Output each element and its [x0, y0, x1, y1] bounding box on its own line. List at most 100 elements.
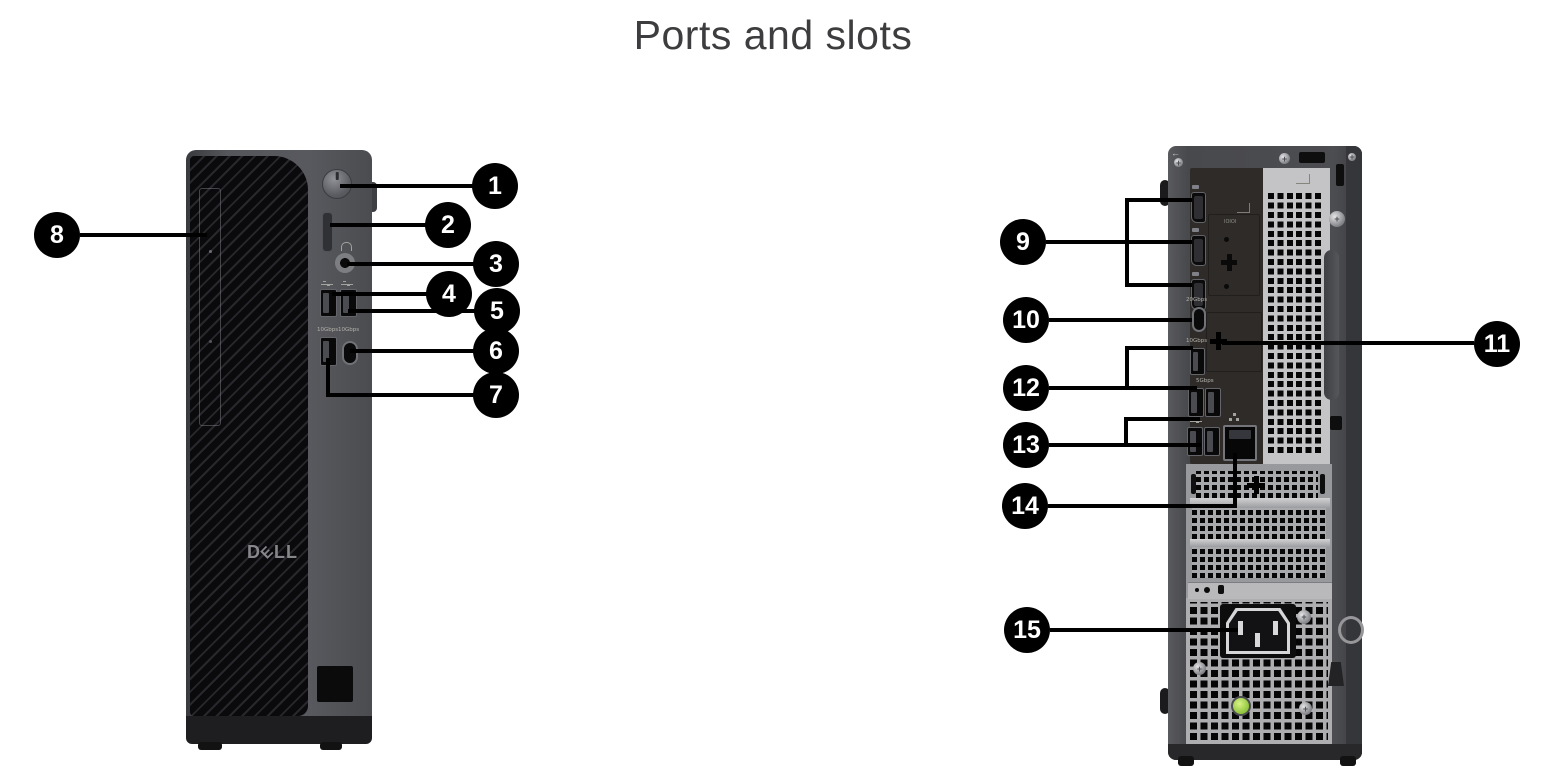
callout-line-3: [347, 262, 474, 266]
usb-icon: [321, 281, 333, 286]
callout-12: 12: [1003, 365, 1049, 411]
callout-line-1: [340, 184, 473, 188]
psu-screw: [1297, 610, 1311, 624]
front-usb-speed-label-left: 10Gbps: [317, 327, 339, 333]
headset-icon: [341, 242, 352, 251]
callout-line-2: [330, 223, 426, 227]
displayport-icon: [1192, 185, 1199, 189]
callout-8: 8: [34, 212, 80, 258]
rear-usb-a-5gbps-port-2: [1205, 388, 1221, 417]
back-foot-right: [1340, 756, 1356, 766]
callout-line-7-vertical: [326, 358, 330, 397]
callout-11: 11: [1474, 321, 1520, 367]
latch-mark: [1218, 585, 1224, 594]
callout-1: 1: [472, 163, 518, 209]
dell-logo-letter: L: [286, 541, 299, 562]
callout-9: 9: [1000, 219, 1046, 265]
displayport-icon: [1192, 228, 1199, 232]
callout-4: 4: [426, 271, 472, 317]
displayport-icon: [1192, 272, 1199, 276]
front-foot-right: [320, 742, 342, 750]
power-prong: [1273, 621, 1278, 635]
top-latch: [1299, 152, 1325, 163]
back-left-bump: [1160, 180, 1170, 206]
usb-powershare-icon: [341, 281, 353, 286]
callout-line-13-vertical: [1124, 417, 1128, 447]
displayport-3: [1191, 279, 1206, 310]
slot-mark: [1191, 474, 1196, 494]
psu-screw: [1299, 702, 1312, 715]
optical-drive-bay: [199, 188, 221, 426]
rear-usb-a-10gbps-port: [1190, 348, 1205, 375]
rear-usb-c-20gbps-port: [1192, 307, 1206, 332]
ethernet-port: [1223, 425, 1257, 461]
callout-2: 2: [425, 202, 471, 248]
sd-card-slot: [322, 212, 333, 252]
dell-logo-letter: L: [274, 541, 287, 562]
callout-10: 10: [1003, 297, 1049, 343]
callout-line-10: [1049, 318, 1192, 322]
displayport-2: [1191, 235, 1206, 266]
panel-corner-mark: [1296, 174, 1310, 184]
latch-dot: [1204, 587, 1210, 593]
callout-line-4: [332, 292, 427, 296]
panel-corner-mark: [1237, 203, 1250, 213]
network-icon: [1229, 413, 1239, 421]
front-usb-a-port-1: [320, 289, 337, 317]
thumbscrew: [1329, 211, 1345, 227]
front-tower-base: [186, 716, 372, 744]
callout-6: 6: [473, 328, 519, 374]
page-title: Ports and slots: [633, 12, 913, 58]
slot-latch-bar: [1188, 582, 1332, 599]
callout-line-14-vertical: [1233, 453, 1237, 508]
callout-line-6: [350, 349, 474, 353]
callout-13: 13: [1003, 422, 1049, 468]
slot-mark: [1320, 474, 1325, 494]
serial-port-label: IOIOI: [1224, 219, 1237, 225]
rear-usb-2.0-port-1: [1187, 427, 1203, 456]
callout-14: 14: [1002, 483, 1048, 529]
slot-separator: [1190, 539, 1330, 547]
callout-line-13: [1049, 443, 1201, 447]
back-side-edge: [1346, 146, 1362, 760]
callout-line-12: [1049, 386, 1197, 390]
front-side-bump: [370, 182, 377, 212]
callout-3: 3: [473, 241, 519, 287]
screw: [1279, 153, 1290, 164]
latch-dot: [1195, 588, 1199, 592]
callout-15: 15: [1004, 607, 1050, 653]
optional-port-knockout: [1210, 332, 1227, 350]
release-latch-arrow-icon: ←: [1171, 148, 1180, 158]
side-handle: [1324, 250, 1339, 400]
knockout-screw-hole: [1224, 284, 1229, 289]
rear-usb-a-5gbps-port-1: [1188, 388, 1204, 417]
callout-line-8: [80, 233, 207, 237]
expansion-slot-2: [1192, 508, 1326, 539]
front-usb-c-port: [342, 341, 358, 365]
rear-usb-10-speed-label: 10Gbps: [1186, 338, 1208, 344]
callout-line-12-vertical: [1125, 346, 1129, 390]
slot-knockout-plus: [1247, 476, 1265, 494]
rear-vent-grid: [1268, 190, 1324, 453]
serial-knockout-outline: [1208, 214, 1260, 296]
odd-mark: [209, 340, 212, 343]
front-usb-speed-label-right: 10Gbps: [338, 327, 360, 333]
odd-eject-pinhole: [209, 250, 212, 253]
back-left-bump-2: [1160, 688, 1170, 714]
lock-slot: [1330, 416, 1342, 430]
psu-screw: [1193, 662, 1206, 675]
knockout-plus: [1221, 254, 1237, 271]
callout-line-9-top: [1125, 198, 1192, 202]
rear-usb-5-speed-label: 5Gbps: [1196, 378, 1214, 384]
callout-line-15: [1050, 628, 1238, 632]
callout-5: 5: [474, 288, 520, 334]
back-foot-left: [1178, 756, 1194, 766]
displayport-1: [1191, 192, 1206, 223]
knockout-screw-hole: [1224, 237, 1229, 242]
psu-diagnostic-led: [1231, 696, 1251, 716]
callout-line-12-top: [1125, 346, 1193, 350]
front-foot-left: [198, 742, 222, 750]
screw: [1348, 153, 1356, 161]
power-prong: [1255, 633, 1260, 647]
